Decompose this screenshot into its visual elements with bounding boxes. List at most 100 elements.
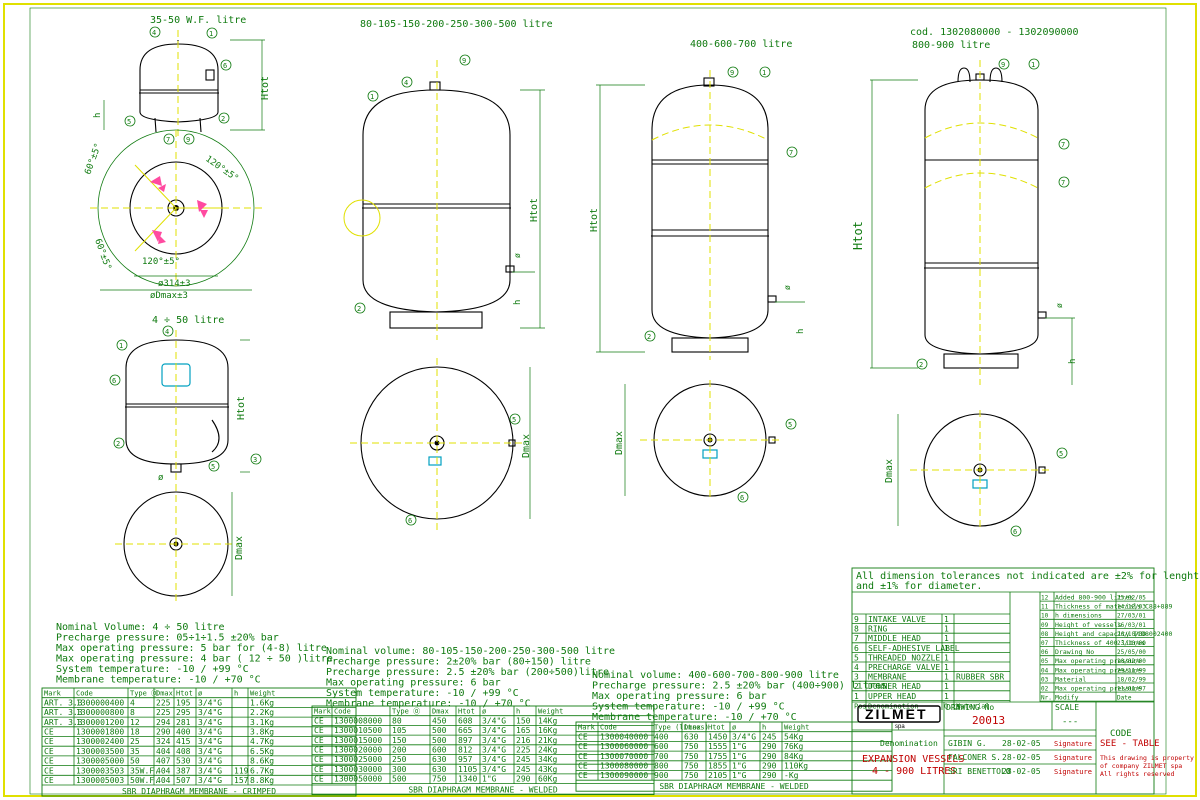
drawing-no-label: DRAWING No [946, 703, 994, 712]
table-cell: 8.8Kg [250, 776, 274, 785]
table-cell: 54Kg [784, 732, 803, 741]
svg-text:3: 3 [253, 456, 257, 464]
part-cell: 1 [944, 615, 949, 624]
revision-cell: 14/12/03 [1117, 604, 1146, 611]
table-cell: 608 [458, 716, 473, 725]
spec-line: System temperature: -10 / +99 °C [326, 688, 519, 699]
table-cell: 281 [176, 718, 191, 727]
table-header: Mark [44, 690, 62, 698]
revision-cell: Added 800-900 litres [1055, 594, 1133, 602]
signer-name: GIBIN G. [948, 739, 987, 748]
signer-date: 28-02-05 [1002, 753, 1041, 762]
svg-text:9: 9 [730, 69, 734, 77]
scale-value: --- [1062, 717, 1078, 727]
table-cell: 530 [176, 757, 191, 766]
table-cell: 630 [432, 755, 447, 764]
part-cell: 8 [854, 625, 859, 634]
table-cell: CE [44, 776, 54, 785]
revision-cell: 05 [1041, 658, 1049, 665]
table-cell: 324 [156, 737, 171, 746]
dia-label: ø [513, 253, 522, 258]
table-cell: 3/4"G [482, 755, 506, 764]
view-800-900: cod. 1302080000 - 1302090000 800-900 lit… [851, 27, 1079, 537]
table-cell: 225 [156, 698, 171, 707]
table-header: Type ⓪ [130, 690, 158, 698]
table-header: Dmax [156, 690, 173, 698]
table-cell: 3/4"G [482, 716, 506, 725]
table-cell: CE [44, 747, 54, 756]
table-header: ø [482, 708, 487, 716]
angle-60-top: 60°±5° [83, 142, 104, 176]
table-cell: CE [578, 771, 588, 780]
angle-60-bottom: 60°±5° [92, 238, 113, 272]
table-cell: 290 [762, 762, 777, 771]
table-cell: 290 [762, 771, 777, 780]
table-cell: 750 [684, 762, 699, 771]
revision-cell: Height of vessels [1055, 621, 1122, 629]
table-cell: 1"G [732, 752, 747, 761]
revision-cell: 02 [1041, 686, 1049, 693]
table-cell: 290 [516, 775, 531, 784]
table-cell: 150 [392, 736, 407, 745]
revision-cell: 08 [1041, 631, 1049, 638]
table-cell: CE [44, 728, 54, 737]
revision-cell: Thickness of materials C88+889 [1055, 603, 1172, 611]
table-cell: 750 [684, 752, 699, 761]
table-cell: 1300050000 [334, 775, 382, 784]
revision-cell: Material [1055, 675, 1086, 683]
signature-label: Signature [1054, 754, 1092, 762]
revision-cell: 06 [1041, 649, 1049, 656]
table-cell: 897 [458, 736, 473, 745]
svg-text:1: 1 [1031, 61, 1035, 69]
table-cell: 407 [156, 757, 171, 766]
part-cell: MEMBRANE [868, 673, 907, 682]
table-cell: 450 [432, 716, 447, 725]
htot-label: Htot [529, 198, 540, 222]
dia-label: ø [158, 473, 164, 483]
svg-text:9: 9 [1001, 61, 1005, 69]
table-cell: 415 [176, 737, 191, 746]
revision-cell: 16/03/01 [1117, 622, 1146, 629]
revision-cell: h dimensions [1055, 612, 1102, 620]
tolerance-line-1: All dimension tolerances not indicated a… [856, 571, 1199, 582]
table-cell: 290 [156, 728, 171, 737]
table-cell: 245 [762, 732, 777, 741]
table-header: Htot [176, 690, 193, 698]
table-cell: 35W.F. [130, 766, 159, 775]
svg-text:2: 2 [647, 333, 651, 341]
table-cell: 1300005003 [76, 776, 124, 785]
table-header: Htot [708, 724, 725, 732]
svg-text:2: 2 [919, 361, 923, 369]
table-cell: CE [44, 766, 54, 775]
view-code: cod. 1302080000 - 1302090000 [910, 27, 1079, 38]
table-cell: CE [578, 732, 588, 741]
svg-text:5: 5 [211, 463, 215, 471]
part-cell: MIDDLE HEAD [868, 634, 921, 643]
table-cell: 1300010500 [334, 726, 382, 735]
svg-text:7: 7 [1061, 141, 1065, 149]
revision-cell: Thickness of 400 litres [1055, 639, 1145, 647]
table-cell: 812 [458, 746, 473, 755]
part-cell: SELF-ADHESIVE LABEL [868, 644, 960, 653]
revision-cell: 11/01/97 [1117, 686, 1146, 693]
table-header: Code [76, 690, 93, 698]
table-cell: 500 [432, 726, 447, 735]
table-cell: 1450 [708, 732, 727, 741]
table-cell: 1"G [732, 742, 747, 751]
table-cell: 110Kg [784, 762, 808, 771]
table-cell: 165 [516, 726, 531, 735]
revision-cell: 09 [1041, 622, 1049, 629]
table-cell: 3.8Kg [250, 728, 274, 737]
table-cell: 400 [176, 728, 191, 737]
table-cell: 750 [432, 775, 447, 784]
table-cell: 1300025000 [334, 755, 382, 764]
part-cell: 7 [854, 634, 859, 643]
svg-text:2: 2 [116, 440, 120, 448]
table-header: Htot [458, 708, 475, 716]
property-line: All rights reserved [1100, 770, 1174, 778]
svg-text:5: 5 [1059, 450, 1063, 458]
part-cell: Material [956, 702, 990, 710]
part-cell: 1 [944, 673, 949, 682]
